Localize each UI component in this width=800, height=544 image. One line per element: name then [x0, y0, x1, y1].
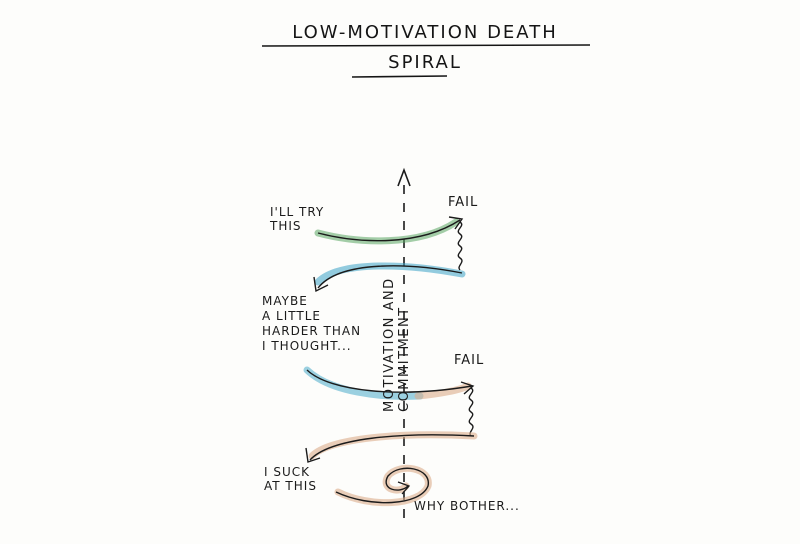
axis-label-line2: COMMITMENT — [397, 306, 412, 412]
label-try-this: I'LL TRY THIS — [270, 206, 324, 234]
fail-squiggle-1 — [458, 222, 462, 270]
label-why-bother: WHY BOTHER... — [414, 500, 520, 514]
fail-squiggle-2 — [469, 388, 473, 436]
title-underline-1 — [262, 45, 590, 46]
axis-label-line1: MOTIVATION AND — [382, 277, 397, 412]
title-underline-2 — [352, 76, 447, 77]
label-fail-mid: FAIL — [454, 354, 484, 369]
axis-label-group: MOTIVATION AND COMMITMENT — [382, 277, 412, 412]
spiral-line — [336, 468, 428, 502]
label-suck-at-this: I SUCK AT THIS — [264, 466, 317, 494]
axis-arrowhead — [398, 170, 410, 186]
label-harder-than-thought: MAYBE A LITTLE HARDER THAN I THOUGHT... — [262, 294, 361, 354]
label-fail-top: FAIL — [448, 196, 478, 211]
